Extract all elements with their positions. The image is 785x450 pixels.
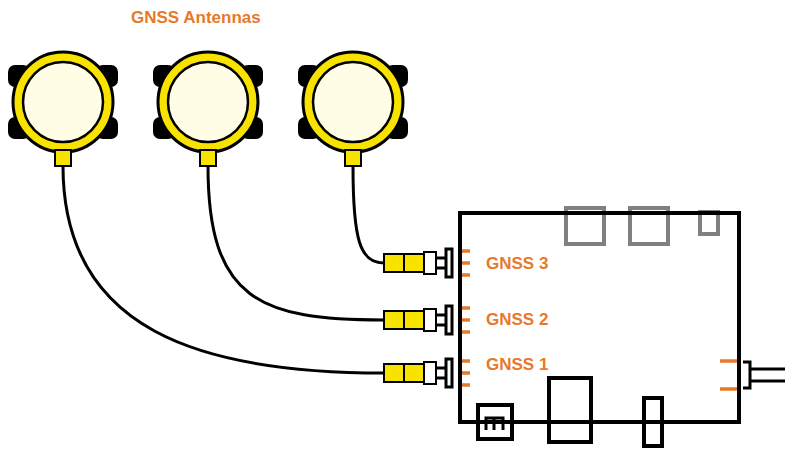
antenna-cable bbox=[63, 166, 384, 373]
port-label: GNSS 3 bbox=[486, 254, 548, 274]
antenna-cable bbox=[208, 166, 384, 320]
port-label: GNSS 1 bbox=[486, 355, 548, 375]
antennas-heading: GNSS Antennas bbox=[131, 8, 261, 28]
gnss-antenna bbox=[153, 52, 263, 166]
receiver-board: GNSS 3 GNSS 2 GNSS 1 bbox=[458, 211, 741, 424]
antenna-cable bbox=[353, 166, 384, 263]
board-component bbox=[478, 378, 662, 446]
gnss-antenna bbox=[298, 52, 408, 166]
gnss-antenna bbox=[8, 52, 118, 166]
port-label: GNSS 2 bbox=[486, 310, 548, 330]
board-component bbox=[700, 212, 718, 234]
output-connector bbox=[720, 361, 785, 389]
